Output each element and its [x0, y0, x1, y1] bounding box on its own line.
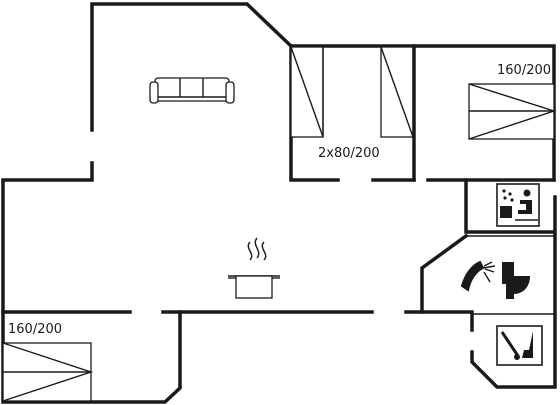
bed-size-label-bottom-left: 160/200: [8, 322, 63, 337]
shower-icon: [460, 260, 496, 292]
bed-size-label-middle: 2x80/200: [318, 146, 380, 161]
sofa-icon: [149, 77, 235, 104]
bed-double-top-right: [468, 83, 557, 140]
stove-icon: [228, 237, 280, 299]
bed-single-right: [380, 46, 414, 138]
bed-double-bottom-left: [2, 342, 94, 402]
toilet-icon: [502, 262, 530, 299]
bed-single-left: [290, 46, 324, 138]
bed-size-label-top-right: 160/200: [497, 63, 552, 78]
washing-machine-icon: [496, 325, 543, 366]
sauna-icon: [496, 183, 540, 227]
